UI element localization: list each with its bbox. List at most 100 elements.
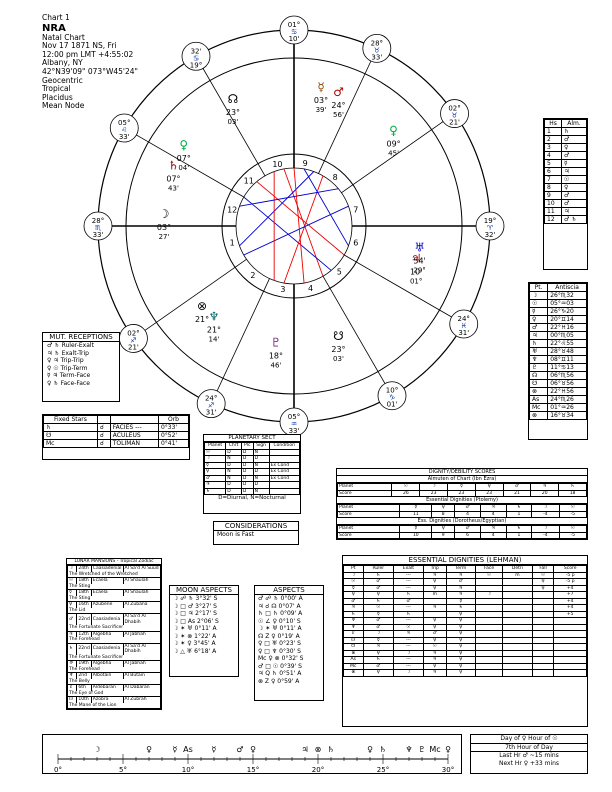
ruler-planet-icon: Mc xyxy=(429,745,440,754)
planet-glyph-icon: ♄ xyxy=(168,158,179,172)
table-cell: Mc xyxy=(528,403,549,412)
aspect-row: ♀ □ ♅ 0°23' S xyxy=(258,640,301,647)
cusp-degree: 24° xyxy=(205,395,217,403)
cusp-bubble xyxy=(196,389,226,419)
table-cell: 26°♏32 xyxy=(547,291,587,300)
table-header: Antiscia xyxy=(547,283,587,292)
house-number: 5 xyxy=(337,267,342,276)
table-row: 4♂ xyxy=(543,151,587,160)
house-number: 3 xyxy=(280,285,285,294)
planet-degree: 07° xyxy=(177,154,191,163)
aspect-row: ☽ ☍ ♄ 3°32' S xyxy=(173,595,218,602)
table-row: ⊗22°♓56 xyxy=(528,387,587,396)
chart-date: Nov 17 1871 NS, Fri xyxy=(42,41,117,51)
ruler-planet-icon: ♃ xyxy=(301,745,308,754)
cusp-minute: 33' xyxy=(289,427,300,435)
house-number: 8 xyxy=(333,173,338,182)
planet-degree: 23° xyxy=(226,108,240,117)
planet-minute: 45' xyxy=(388,149,399,157)
cusp-degree: 28° xyxy=(92,217,104,225)
table-cell: 9 xyxy=(543,191,563,200)
considerations-title: CONSIDERATIONS xyxy=(214,522,298,531)
considerations-text: Moon is Fast xyxy=(217,531,254,538)
table-header: Alm. xyxy=(561,119,587,128)
planet-glyph-icon: ♇ xyxy=(271,336,282,350)
cusp-bubble xyxy=(449,309,479,339)
house-cusp-line xyxy=(195,56,266,176)
ruler-planet-icon: ♀ xyxy=(250,745,256,754)
table-cell: 20°♊14 xyxy=(547,315,587,324)
table-cell: 01°♒26 xyxy=(547,403,587,412)
house-number: 9 xyxy=(303,159,308,168)
table-header: Fixed Stars xyxy=(43,415,98,424)
mutual-reception-row: ♀ ☉ Trip-Term xyxy=(47,364,88,372)
table-cell: ♄ xyxy=(43,423,98,432)
table-cell: 16°♉34 xyxy=(547,411,587,420)
ruler-planet-icon: ♆ xyxy=(405,745,412,754)
table-cell: D xyxy=(225,487,242,495)
aspect-row: ☊ Z ♀ 0°19' A xyxy=(258,632,300,640)
table-cell: 5 xyxy=(543,159,563,168)
table-cell: 08°♊11 xyxy=(547,355,587,364)
planet-minute: 39' xyxy=(316,106,327,114)
score-section-title: Ess. Dignities (Dorotheus/Egyptian) xyxy=(337,518,587,525)
table-row: 9♂ xyxy=(543,191,587,200)
antiscia-table: Pt.Antiscia☽26°♏32☉05°♒03☿26°♑20♀20°♊14♂… xyxy=(528,282,588,440)
aspect-row: Mc ♀ ⊗ 0°32' S xyxy=(258,655,304,662)
mutual-reception-row: ♃ ♄ Exalt-Trip xyxy=(47,349,89,357)
planet-minute: 14' xyxy=(209,335,220,343)
planet-degree: 18° xyxy=(269,352,283,361)
table-cell: 2 xyxy=(543,135,563,144)
table-row: ♀20°♊14 xyxy=(528,315,587,324)
aspect-line xyxy=(293,167,305,284)
table-cell: ♃ xyxy=(561,207,587,216)
aspect-row: ☽ □ ♂ 3°27' S xyxy=(173,602,217,610)
cusp-sign-icon: ♐ xyxy=(130,336,136,344)
ruler-planet-icon: ♀ xyxy=(445,745,451,754)
table-cell: 00°♏05 xyxy=(547,331,587,340)
table-row: 1♄ xyxy=(543,127,587,136)
house-number: 4 xyxy=(308,284,313,293)
table-cell: ♆ xyxy=(528,355,549,364)
table-cell: 0°41' xyxy=(157,439,190,448)
cusp-minute: 33' xyxy=(371,53,382,61)
ruler-planet-icon: ♂ xyxy=(236,745,243,754)
cusp-degree: 02° xyxy=(448,105,460,113)
ruler-tick-label: 5° xyxy=(119,766,127,773)
aspect-row: ♃ Q ♄ 0°51' A xyxy=(258,670,302,677)
cusp-degree: 05° xyxy=(118,119,130,127)
house-cusp-line xyxy=(318,48,378,174)
table-header: Pt. xyxy=(528,283,549,292)
ruler-planet-icon: ♄ xyxy=(327,745,334,754)
chart-node: Mean Node xyxy=(42,101,85,111)
table-row: 12♂ ♄ xyxy=(543,215,587,224)
aspect-row: ♀ □ ♆ 0°30' S xyxy=(258,647,301,655)
table-row: ☊06°♏56 xyxy=(528,371,587,380)
table-cell: ☌ xyxy=(96,439,111,448)
cusp-degree: 24° xyxy=(458,315,470,323)
next-hour: Next Hr ♀ +33 mins xyxy=(498,759,560,767)
antiscia-grid: Pt.Antiscia☽26°♏32☉05°♒03☿26°♑20♀20°♊14♂… xyxy=(528,283,587,420)
planet-degree: 23° xyxy=(331,345,345,354)
table-cell: ♄ xyxy=(528,339,549,348)
planet-minute: 56' xyxy=(333,111,344,119)
last-hour: Last Hr ♂ ~15 mins xyxy=(499,752,559,759)
planet-glyph-icon: ♆ xyxy=(209,309,220,323)
score-section-title: Almuten of Chart (Ibn Ezra) xyxy=(337,476,587,483)
aspect-line xyxy=(243,205,349,256)
aspect-line xyxy=(239,188,339,207)
planetary-hours-box: Day of ♀ Hour of ☉ 7th Hour of Day Last … xyxy=(470,734,588,774)
aspect-line xyxy=(303,168,349,247)
cusp-bubble xyxy=(362,33,392,63)
cusp-bubble xyxy=(181,41,211,71)
cusp-bubble xyxy=(475,211,505,241)
table-cell: ♄ xyxy=(203,487,227,495)
table-cell: 0°33' xyxy=(157,423,190,432)
cusp-sign-icon: ♓ xyxy=(461,322,467,330)
